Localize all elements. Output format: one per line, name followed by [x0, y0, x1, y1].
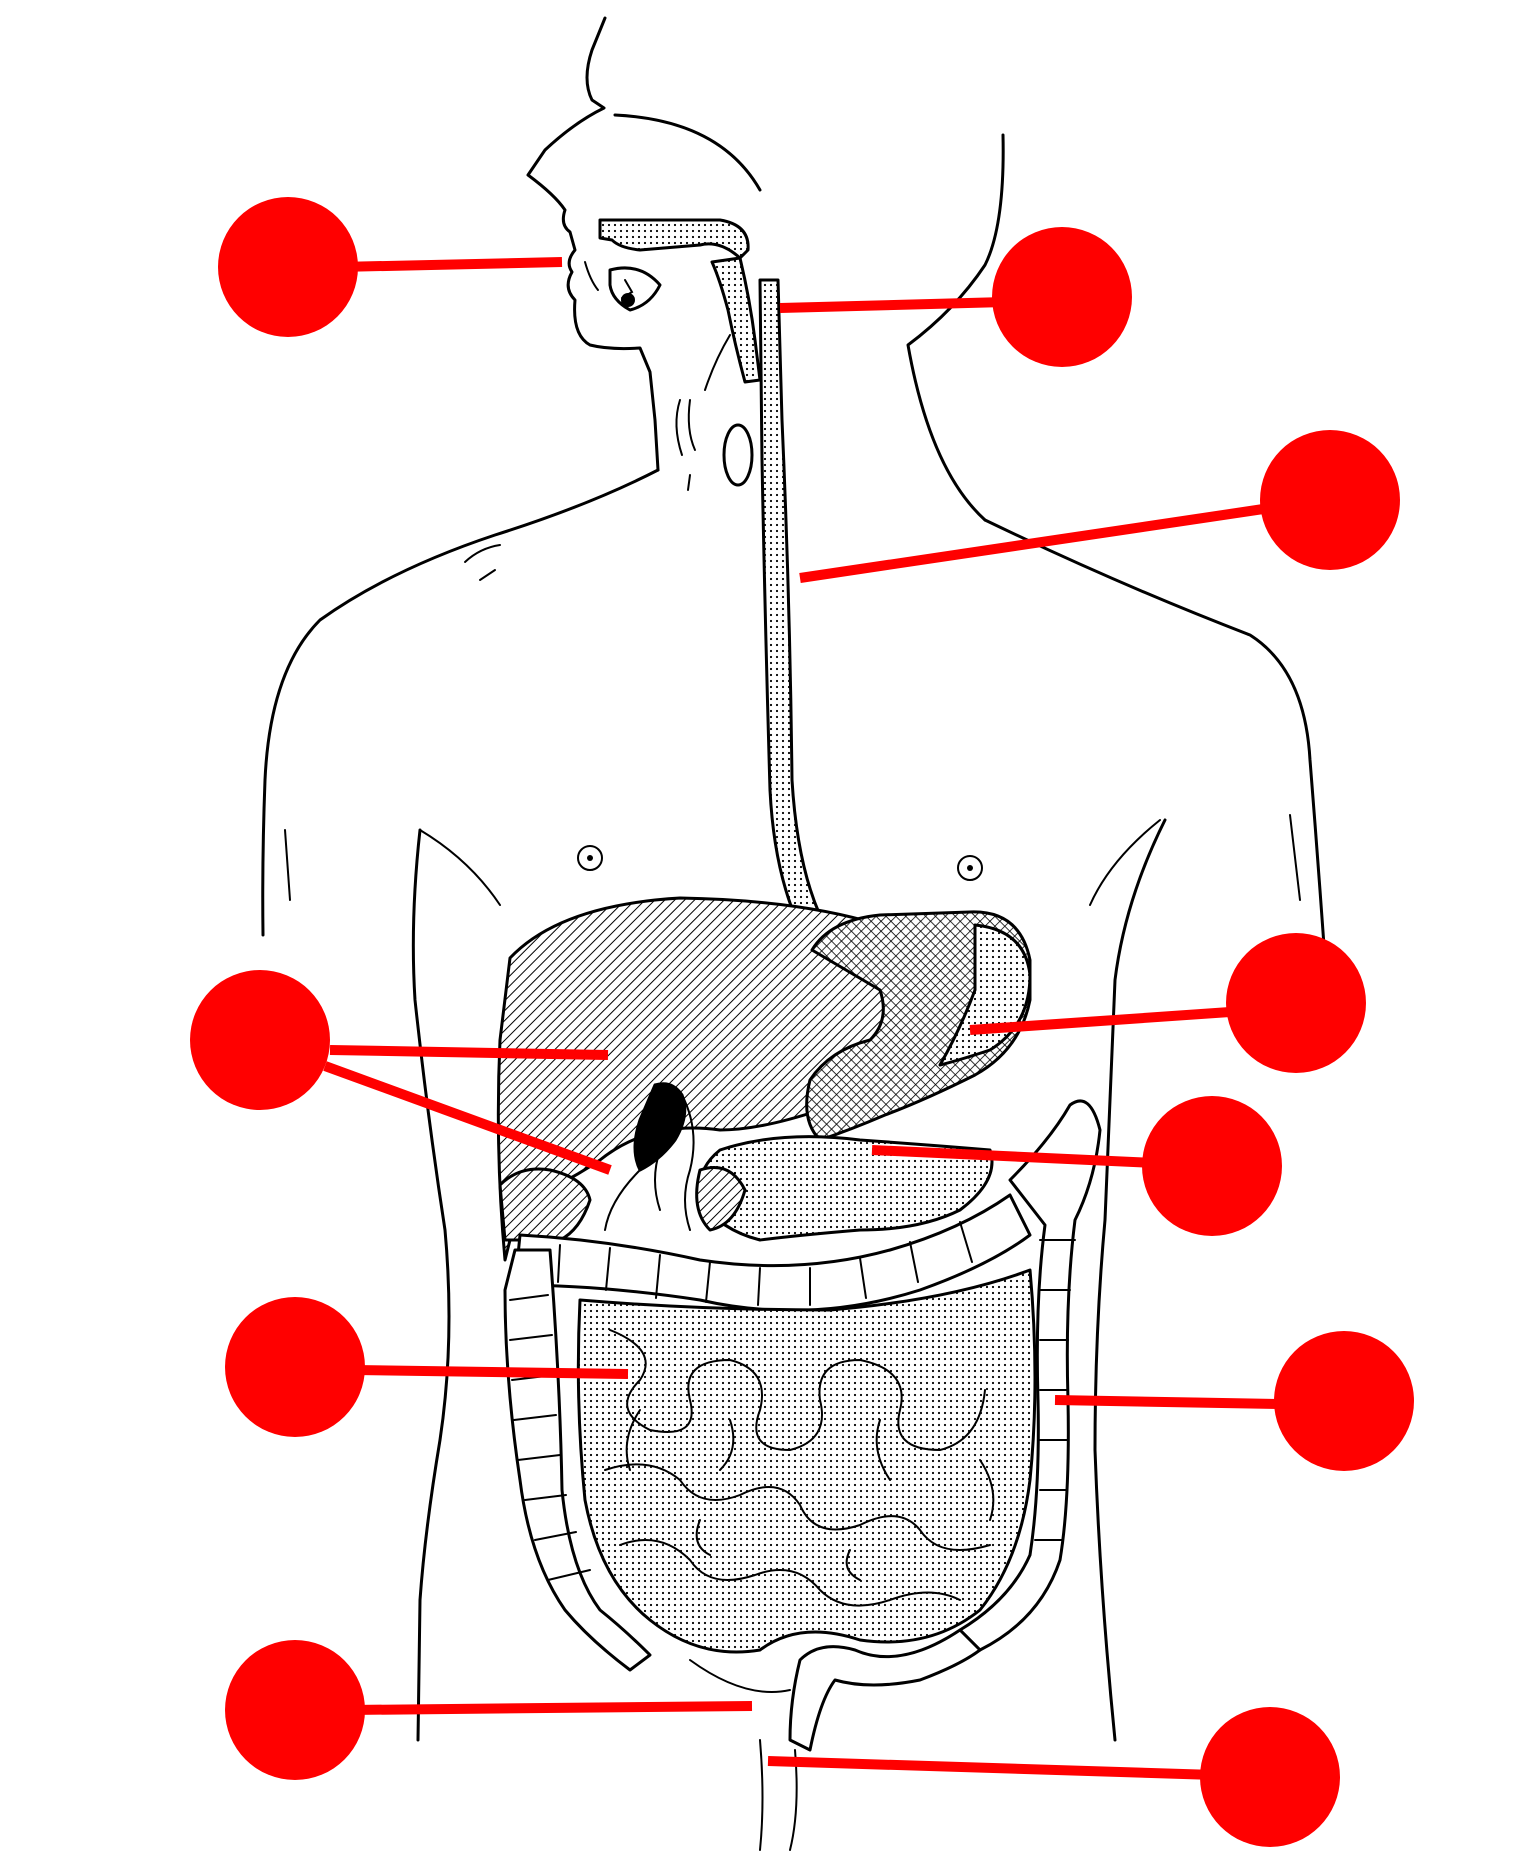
- marker-small-intestine[interactable]: [225, 1297, 629, 1437]
- pancreas: [695, 1135, 994, 1242]
- left-nipple: [577, 845, 603, 871]
- marker-gallbladder[interactable]: [323, 1061, 612, 1175]
- gallbladder: [604, 1082, 695, 1231]
- marker-rectum[interactable]: [225, 1640, 753, 1780]
- marker-liver[interactable]: [190, 970, 609, 1110]
- right-nipple: [957, 855, 983, 881]
- marker-mouth[interactable]: [218, 197, 563, 337]
- marker-anus[interactable]: [767, 1707, 1340, 1847]
- esophagus: [758, 278, 832, 952]
- label-markers: [190, 197, 1414, 1847]
- marker-pharynx[interactable]: [779, 227, 1132, 367]
- body-outline: [261, 16, 1327, 1851]
- mouth-cavity: [584, 218, 750, 312]
- marker-pancreas[interactable]: [871, 1096, 1282, 1236]
- marker-large-intestine[interactable]: [1054, 1331, 1414, 1471]
- small-intestine: [576, 1268, 1037, 1654]
- marker-esophagus[interactable]: [799, 430, 1400, 583]
- marker-stomach[interactable]: [969, 933, 1366, 1073]
- pharynx: [675, 256, 762, 491]
- large-intestine: [503, 1099, 1102, 1752]
